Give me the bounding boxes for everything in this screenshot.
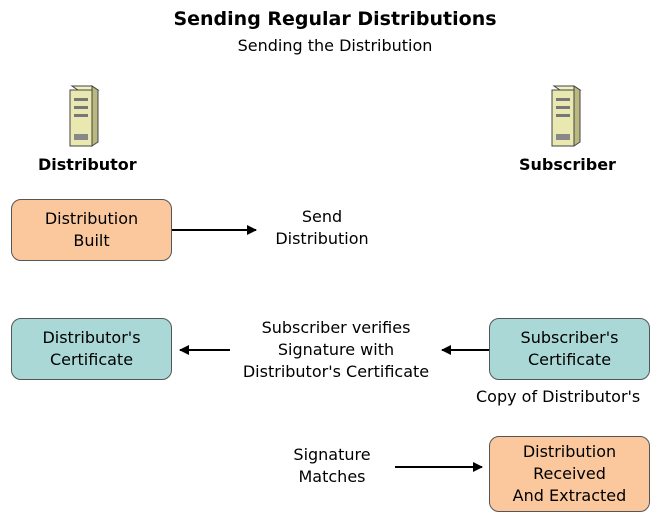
distributors-certificate-box: Distributor's Certificate <box>11 318 172 380</box>
subscribers-certificate-box: Subscriber's Certificate <box>489 318 650 380</box>
subscriber-verifies-text: Subscriber verifies Signature with Distr… <box>242 318 430 381</box>
distribution-built-box: Distribution Built <box>11 199 172 261</box>
subscriber-label: Subscriber <box>519 155 616 174</box>
distribution-received-box: Distribution Received And Extracted <box>489 436 650 512</box>
subscribers-certificate-text: Subscriber's Certificate <box>520 328 619 369</box>
copy-of-distributors-text: Copy of Distributor's <box>476 387 641 406</box>
distribution-received-text: Distribution Received And Extracted <box>512 442 627 505</box>
distribution-built-text: Distribution Built <box>44 209 139 250</box>
send-distribution-text: Send Distribution <box>275 207 369 248</box>
diagram-subtitle: Sending the Distribution <box>237 36 433 55</box>
distributor-server-icon <box>69 85 100 147</box>
diagram-title: Sending Regular Distributions <box>173 8 497 30</box>
distributor-label: Distributor <box>38 155 137 174</box>
distributors-certificate-text: Distributor's Certificate <box>42 328 141 369</box>
signature-matches-text: Signature Matches <box>293 445 371 486</box>
subscriber-server-icon <box>551 85 582 147</box>
